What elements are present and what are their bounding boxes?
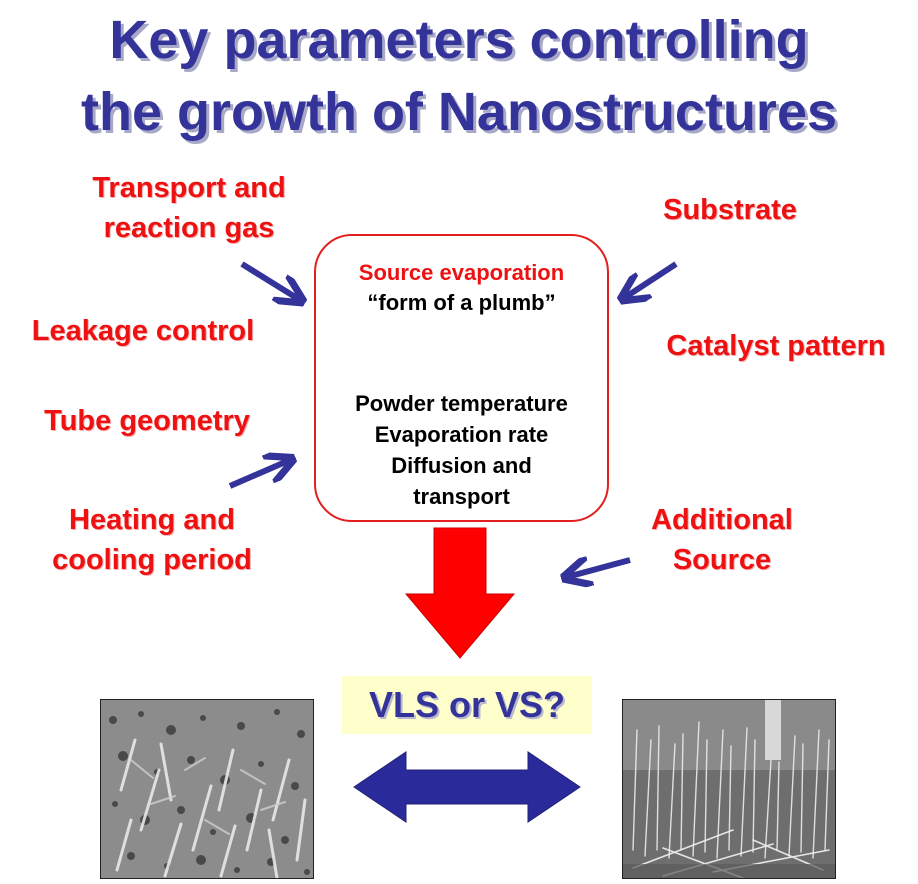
factor-diffusion-line-2: transport bbox=[413, 484, 510, 509]
micrograph-right-image bbox=[623, 700, 835, 878]
param-leakage-control: Leakage control bbox=[31, 315, 255, 347]
param-transport-gas-line-2: reaction gas bbox=[103, 212, 275, 244]
box-factors: Powder temperature Evaporation rate Diff… bbox=[316, 388, 607, 512]
param-heating-cooling: Heating and cooling period bbox=[24, 500, 280, 580]
pointer-arrow-additional-source bbox=[567, 560, 631, 577]
source-evaporation-box: Source evaporation “form of a plumb” Pow… bbox=[314, 234, 609, 522]
micrograph-left-image bbox=[101, 700, 313, 878]
pointer-arrow-substrate bbox=[624, 261, 678, 298]
param-transport-gas-line-1: Transport and bbox=[92, 172, 286, 204]
param-tube-geometry: Tube geometry bbox=[44, 405, 250, 437]
param-additional-source-line-2: Source bbox=[672, 544, 772, 576]
param-additional-source: Additional Source bbox=[624, 500, 820, 580]
double-arrow bbox=[353, 751, 581, 823]
pointer-arrow-transport bbox=[240, 261, 300, 300]
pointer-arrow-tube bbox=[228, 460, 290, 489]
param-heating-cooling-line-2: cooling period bbox=[52, 544, 252, 576]
main-down-arrow bbox=[404, 527, 516, 659]
param-substrate: Substrate bbox=[663, 194, 797, 226]
outcome-question: VLS or VS? bbox=[342, 676, 592, 734]
param-additional-source-line-1: Additional bbox=[651, 504, 793, 536]
param-catalyst-pattern: Catalyst pattern bbox=[666, 330, 886, 362]
title-line-2: the growth of Nanostructures bbox=[80, 82, 838, 142]
box-heading: Source evaporation bbox=[358, 260, 565, 285]
factor-diffusion-line-1: Diffusion and bbox=[391, 453, 532, 478]
box-subheading: “form of a plumb” bbox=[367, 290, 556, 315]
param-transport-gas: Transport and reaction gas bbox=[66, 168, 312, 248]
param-heating-cooling-line-1: Heating and bbox=[69, 504, 235, 536]
factor-evaporation-rate: Evaporation rate bbox=[374, 422, 549, 447]
micrograph-left bbox=[100, 699, 314, 879]
title-line-1: Key parameters controlling bbox=[109, 10, 809, 70]
micrograph-right bbox=[622, 699, 836, 879]
factor-powder-temperature: Powder temperature bbox=[355, 391, 568, 416]
